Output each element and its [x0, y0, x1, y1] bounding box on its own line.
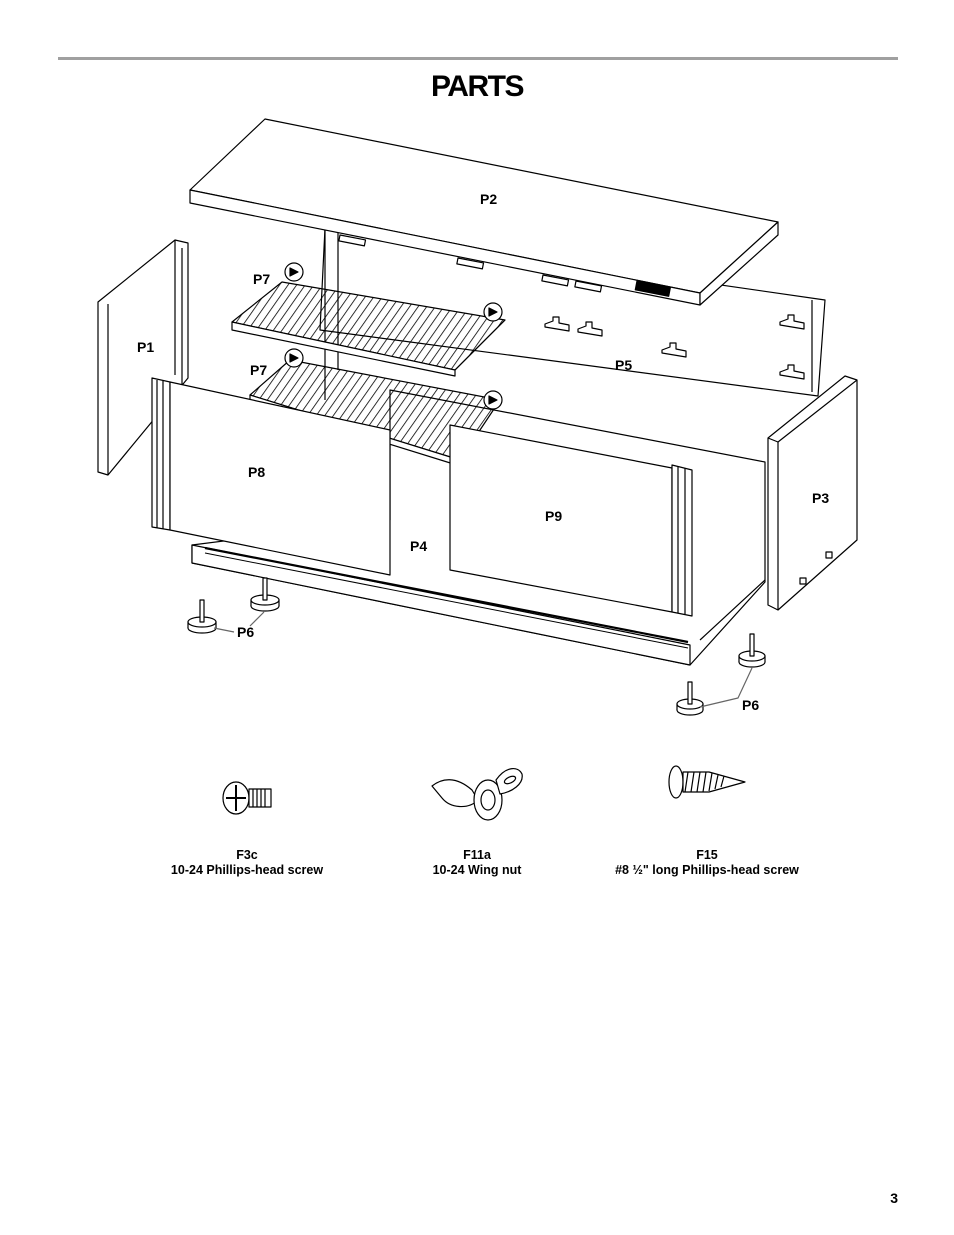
fastener-description: 10-24 Phillips-head screw [170, 863, 324, 877]
label-p8: P8 [248, 464, 265, 480]
label-p9: P9 [545, 508, 562, 524]
fastener-f11a: F11a 10-24 Wing nut [377, 848, 577, 878]
fastener-f3c: F3c 10-24 Phillips-head screw [147, 848, 347, 878]
label-p2: P2 [480, 191, 497, 207]
leg-right-back [738, 633, 766, 668]
label-p1: P1 [137, 339, 154, 355]
fastener-code: F15 [696, 848, 718, 862]
label-p5: P5 [615, 357, 632, 373]
label-p6-right: P6 [742, 697, 759, 713]
phillips-screw-icon [222, 781, 272, 815]
fastener-description: 10-24 Wing nut [432, 863, 522, 877]
sheet-metal-screw-icon [668, 765, 746, 799]
fastener-code: F11a [463, 848, 491, 862]
top-rule [58, 57, 898, 60]
right-side-p3 [767, 375, 858, 611]
left-side-p1 [97, 239, 189, 476]
page-number: 3 [890, 1190, 898, 1206]
right-door-p9 [449, 424, 693, 617]
fastener-description: #8 ½" long Phillips-head screw [615, 863, 799, 877]
fastener-f15: F15 #8 ½" long Phillips-head screw [587, 848, 827, 878]
wing-nut-icon [431, 768, 523, 821]
upper-shelf-p7 [231, 262, 506, 377]
left-door-p8 [151, 377, 391, 576]
page-title: PARTS [431, 70, 524, 103]
fastener-code: F3c [236, 848, 258, 862]
leg-right-front [676, 681, 704, 716]
label-p3: P3 [812, 490, 829, 506]
leg-left-front [187, 599, 217, 634]
leveling-feet-p6 [187, 577, 766, 716]
label-p7-upper: P7 [253, 271, 270, 287]
leg-left-back [250, 577, 280, 612]
top-panel-p2 [189, 118, 779, 306]
label-p6-left: P6 [237, 624, 254, 640]
label-p4: P4 [410, 538, 427, 554]
label-p7-lower: P7 [250, 362, 267, 378]
